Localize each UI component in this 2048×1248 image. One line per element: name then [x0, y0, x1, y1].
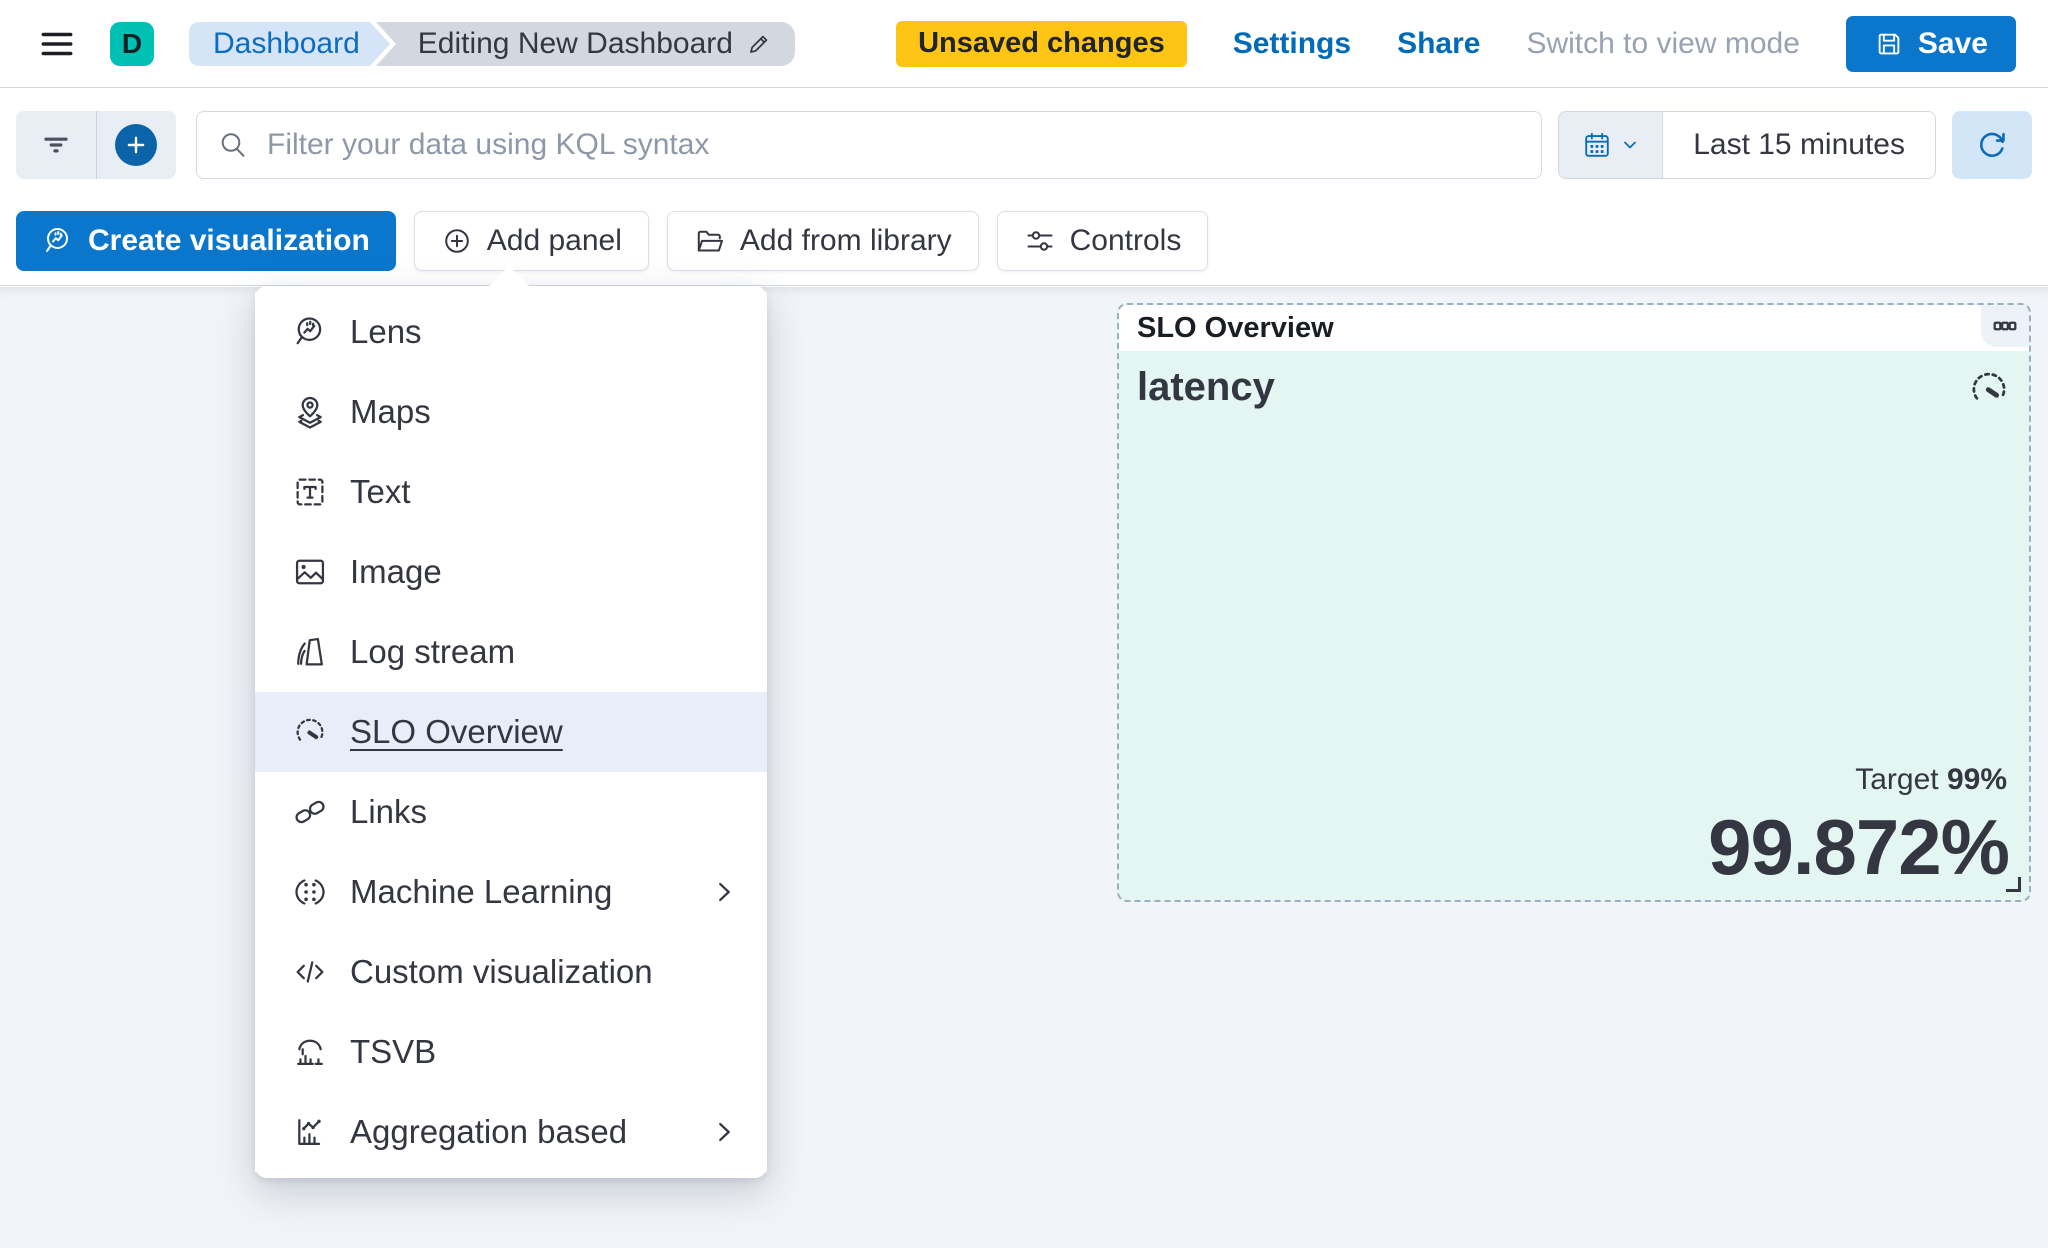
pencil-icon	[750, 35, 768, 53]
plus-in-circle-icon	[444, 228, 469, 253]
menu-item-label: Log stream	[350, 633, 516, 670]
code-icon	[296, 961, 324, 983]
edit-toolbar: Create visualization Add panel Add from …	[0, 196, 2048, 286]
breadcrumb-current-label: Editing New Dashboard	[417, 26, 733, 60]
slo-metric-name: latency	[1137, 365, 1275, 409]
text-icon	[296, 478, 324, 506]
menu-item-text[interactable]: Text	[255, 452, 767, 532]
unsaved-changes-badge: Unsaved changes	[896, 20, 1187, 67]
menu-item-tsvb[interactable]: TSVB	[255, 1012, 767, 1092]
create-visualization-button[interactable]: Create visualization	[16, 210, 396, 271]
add-panel-button[interactable]: Add panel	[413, 210, 649, 271]
panel-body: latency Target 99% 99.872%	[1119, 351, 2029, 900]
space-logo[interactable]: D	[110, 21, 154, 66]
time-range-button[interactable]: Last 15 minutes	[1663, 112, 1935, 178]
menu-item-label: Lens	[350, 313, 422, 350]
share-button[interactable]: Share	[1397, 26, 1481, 60]
menu-item-label: Image	[350, 553, 442, 590]
gauge-icon	[1972, 372, 2006, 400]
menu-item-label: TSVB	[350, 1033, 437, 1070]
controls-label: Controls	[1069, 223, 1182, 257]
breadcrumb: Dashboard Editing New Dashboard	[189, 21, 795, 66]
controls-sliders-icon	[1027, 230, 1053, 251]
slo-target-label: Target	[1855, 763, 1939, 796]
link-icon	[295, 800, 325, 824]
slo-value: 99.872%	[1708, 803, 2010, 891]
dashboard-canvas: Lens Maps Text Image Log stream SLO Over	[0, 265, 2048, 1248]
hamburger-menu-button[interactable]	[38, 25, 76, 63]
menu-item-lens[interactable]: Lens	[255, 292, 767, 372]
slo-gauge-icon	[296, 718, 324, 741]
add-panel-menu: Lens Maps Text Image Log stream SLO Over	[255, 265, 767, 1178]
calendar-icon	[1584, 132, 1609, 157]
panel-header: SLO Overview	[1119, 305, 2029, 351]
settings-button[interactable]: Settings	[1232, 26, 1352, 60]
menu-item-maps[interactable]: Maps	[255, 372, 767, 452]
menu-item-log-stream[interactable]: Log stream	[255, 612, 767, 692]
plus-circle-icon	[115, 124, 158, 166]
menu-item-label: Aggregation based	[350, 1113, 628, 1150]
query-bar: Last 15 minutes	[0, 88, 2048, 196]
chevron-right-icon	[719, 1122, 730, 1142]
menu-item-label: Machine Learning	[350, 873, 613, 910]
panel-title: SLO Overview	[1137, 312, 1334, 344]
panel-resize-handle[interactable]	[2006, 877, 2021, 892]
chevron-right-icon	[719, 882, 730, 902]
add-from-library-button[interactable]: Add from library	[666, 210, 979, 271]
log-stream-icon	[297, 637, 323, 666]
breadcrumb-dashboard[interactable]: Dashboard	[189, 21, 390, 66]
top-bar: D Dashboard Editing New Dashboard Unsave…	[0, 0, 2048, 88]
hamburger-icon	[41, 32, 73, 55]
menu-item-label: Links	[350, 793, 428, 830]
boxes-horizontal-icon	[1993, 321, 2017, 331]
slo-target: Target 99%	[1855, 763, 2007, 797]
space-logo-letter: D	[121, 27, 143, 59]
lens-icon	[296, 317, 322, 345]
date-picker-quick-menu-button[interactable]	[1559, 112, 1664, 178]
menu-item-label: Text	[350, 473, 411, 510]
add-filter-button[interactable]	[95, 111, 177, 179]
panel-options-button[interactable]	[1981, 305, 2029, 347]
maps-icon	[298, 396, 322, 429]
chevron-down-icon	[1623, 141, 1636, 149]
switch-to-view-mode-button[interactable]: Switch to view mode	[1526, 26, 1800, 60]
menu-item-links[interactable]: Links	[255, 772, 767, 852]
save-icon	[1878, 33, 1900, 54]
refresh-button[interactable]	[1952, 111, 2032, 179]
machine-learning-icon	[295, 879, 325, 905]
date-picker: Last 15 minutes	[1558, 111, 1936, 179]
menu-item-label: SLO Overview	[350, 713, 563, 750]
kql-search-box	[196, 111, 1543, 179]
filter-button-group	[16, 111, 176, 179]
lens-icon	[46, 227, 68, 252]
menu-item-slo-overview[interactable]: SLO Overview	[255, 692, 767, 772]
add-from-library-label: Add from library	[739, 223, 952, 257]
slo-overview-panel: SLO Overview latency Target 99% 99.872%	[1117, 303, 2031, 902]
slo-target-value: 99%	[1946, 763, 2007, 796]
top-bar-actions: Unsaved changes Settings Share Switch to…	[896, 15, 2016, 72]
create-visualization-label: Create visualization	[88, 223, 370, 257]
image-icon	[295, 559, 325, 585]
menu-item-image[interactable]: Image	[255, 532, 767, 612]
save-button[interactable]: Save	[1845, 15, 2016, 72]
add-panel-label: Add panel	[486, 223, 622, 257]
folder-icon	[697, 230, 723, 251]
save-button-label: Save	[1917, 26, 1988, 60]
tsvb-icon	[297, 1039, 323, 1065]
filter-icon	[44, 137, 68, 153]
menu-item-custom-visualization[interactable]: Custom visualization	[255, 932, 767, 1012]
menu-item-label: Custom visualization	[350, 953, 653, 990]
controls-button[interactable]: Controls	[996, 210, 1209, 271]
aggregation-chart-icon	[298, 1119, 321, 1145]
refresh-icon	[1980, 132, 2005, 157]
menu-item-aggregation-based[interactable]: Aggregation based	[255, 1092, 767, 1172]
kql-query-input[interactable]	[267, 128, 1522, 162]
menu-item-label: Maps	[350, 393, 431, 430]
breadcrumb-current[interactable]: Editing New Dashboard	[375, 21, 795, 66]
search-icon	[221, 133, 245, 157]
filter-options-button[interactable]	[16, 111, 96, 179]
menu-item-machine-learning[interactable]: Machine Learning	[255, 852, 767, 932]
